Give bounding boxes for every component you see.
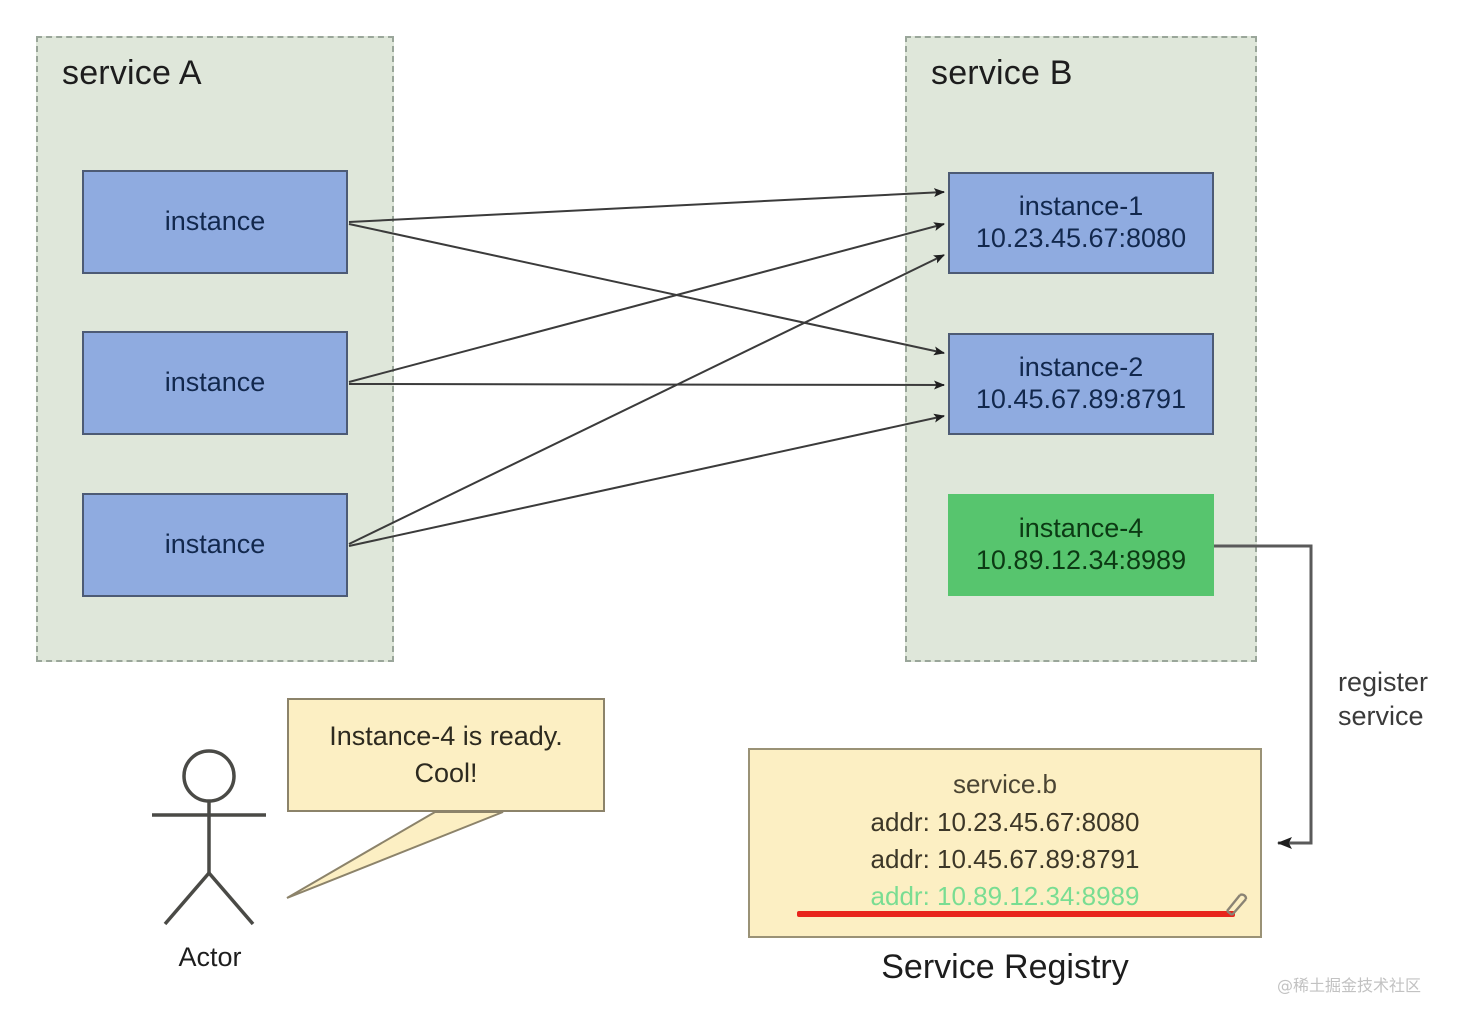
service-b-instance-2-name: instance-2 [1018,352,1144,383]
service-b-instance-4-name: instance-4 [1018,513,1144,544]
watermark-text: @稀土掘金技术社区 [1277,976,1422,995]
speech-bubble-tail [286,811,504,899]
service-b-instance-2-addr: 10.45.67.89:8791 [975,384,1187,414]
actor-speech-bubble: Instance-4 is ready. Cool! [287,698,605,812]
service-b-title: service B [931,54,1073,92]
actor-label: Actor [178,942,242,972]
edge-a1-to-b1 [348,188,945,223]
edge-a2-to-b1 [348,222,945,383]
edge-a1-to-b2 [348,223,945,356]
edge-a3-to-b2 [348,413,945,547]
registry-addr-3: addr: 10.89.12.34:8989 [870,880,1140,911]
register-service-label-line2: service [1338,700,1424,731]
service-registry-caption: Service Registry [881,948,1129,986]
actor-leg-left-icon [163,871,211,926]
registry-addr-1: addr: 10.23.45.67:8080 [870,806,1140,837]
speech-line-1: Instance-4 is ready. [329,721,563,752]
service-b-instance-1[interactable]: instance-1 10.23.45.67:8080 [948,172,1214,274]
service-registry-note[interactable]: service.b addr: 10.23.45.67:8080 addr: 1… [748,748,1262,938]
service-a-instance-3-label: instance [164,529,266,560]
speech-line-2: Cool! [414,758,478,788]
registry-addr-2: addr: 10.45.67.89:8791 [870,843,1140,874]
actor-leg-right-icon [207,871,255,926]
service-b-instance-1-addr: 10.23.45.67:8080 [975,223,1187,253]
register-service-label-line1: register [1338,667,1429,697]
service-a-instance-1-label: instance [164,206,266,237]
service-a-instance-3[interactable]: instance [82,493,348,597]
service-b-instance-4-addr: 10.89.12.34:8989 [975,545,1187,575]
registry-service-name: service.b [952,769,1058,799]
service-b-instance-1-name: instance-1 [1018,191,1144,222]
service-b-instance-4[interactable]: instance-4 10.89.12.34:8989 [948,494,1214,596]
service-a-title: service A [62,54,202,92]
service-b-instance-2[interactable]: instance-2 10.45.67.89:8791 [948,333,1214,435]
actor-head-icon [182,749,236,803]
edge-a3-to-b1 [348,254,945,545]
registry-red-underline [797,911,1235,917]
service-a-instance-2-label: instance [164,367,266,398]
register-service-label: register service [1338,666,1428,734]
service-a-instance-2[interactable]: instance [82,331,348,435]
service-a-instance-1[interactable]: instance [82,170,348,274]
edge-a2-to-b2 [348,380,945,390]
